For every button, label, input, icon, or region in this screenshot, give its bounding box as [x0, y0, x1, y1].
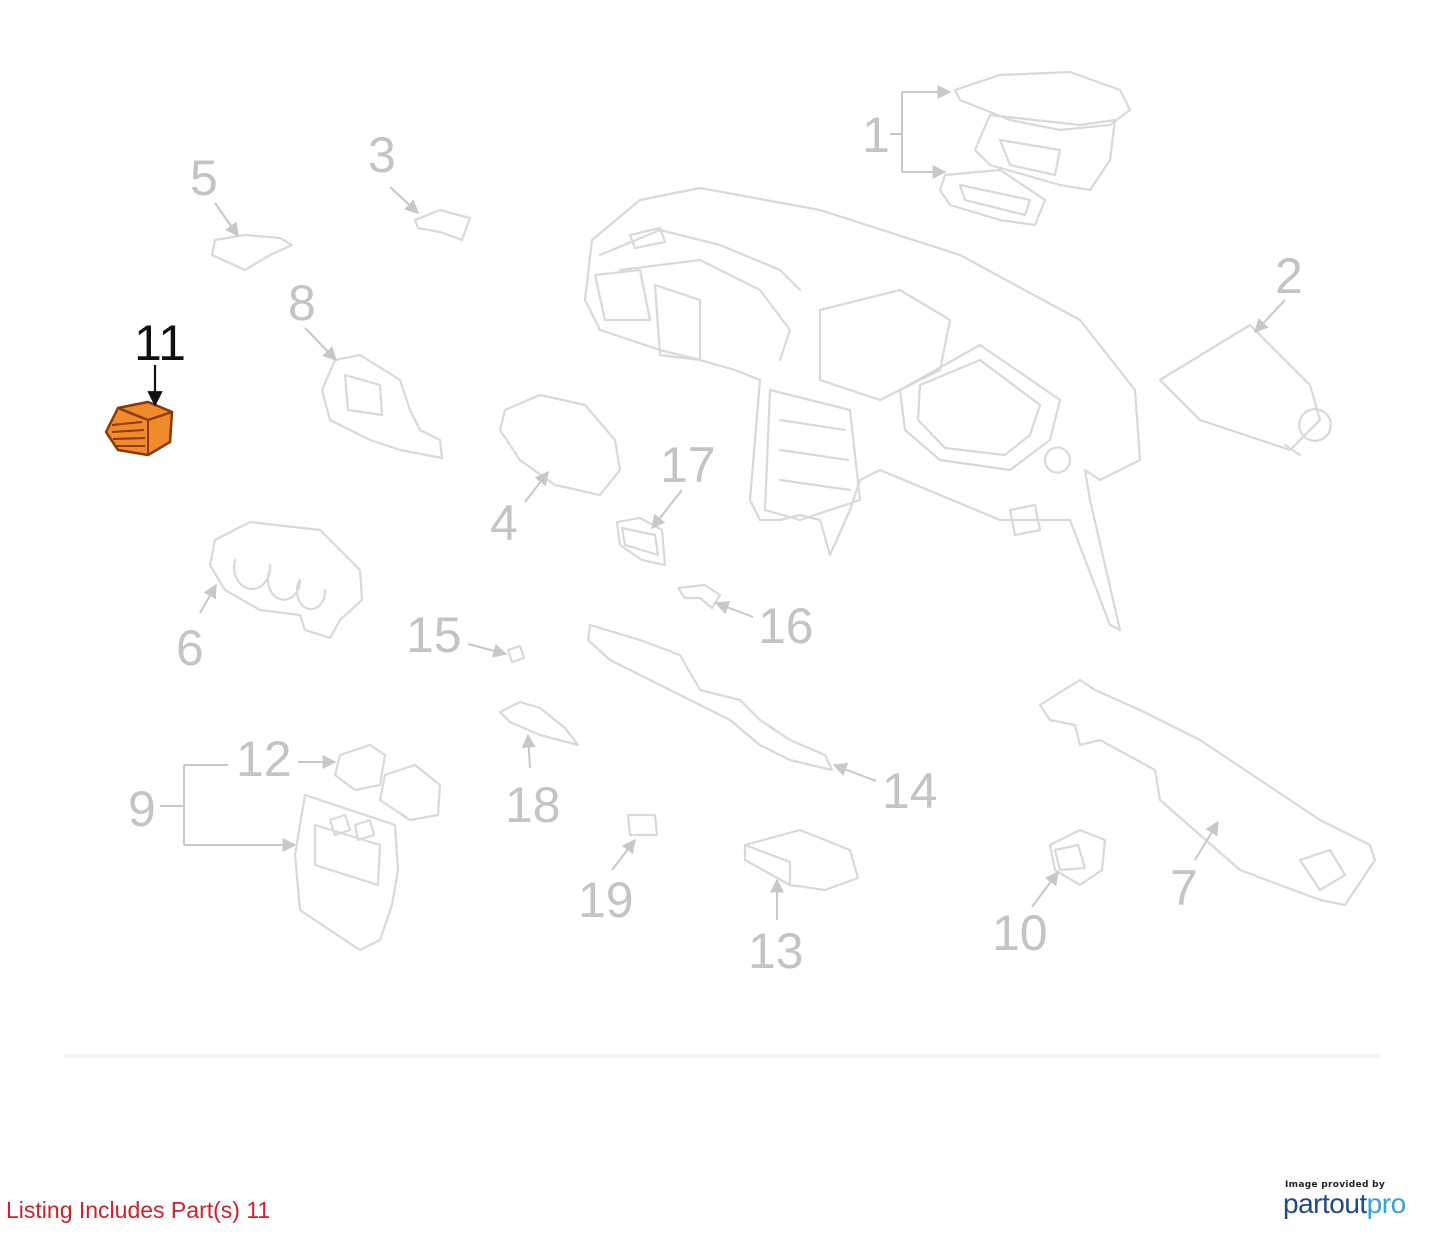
partoutpro-logo[interactable]: partoutpro [1283, 1188, 1433, 1220]
part-7-lower-trim-panel [1038, 678, 1377, 907]
part-10-vent [1048, 828, 1107, 887]
callout-1: 1 [862, 107, 890, 163]
part-5-trim-piece [210, 233, 294, 272]
callout-6: 6 [176, 620, 204, 676]
leader-lines [147, 85, 1286, 920]
part-16-bracket [676, 583, 722, 610]
credit-caption: Image provided by [1285, 1180, 1386, 1190]
callout-15: 15 [406, 607, 462, 663]
dashboard-panel [583, 186, 1142, 632]
part-6-cluster-bezel [208, 520, 364, 640]
callout-11[interactable]: 11 [134, 315, 186, 371]
part-2-airbag-module [1158, 323, 1332, 457]
callout-12: 12 [236, 731, 292, 787]
part-17-switch [615, 516, 667, 567]
part-18-cover [498, 700, 580, 747]
part-19-button [626, 813, 659, 837]
listing-includes-text: Listing Includes Part(s) 11 [6, 1197, 271, 1223]
logo-accent-text: pro [1366, 1188, 1406, 1219]
callout-9: 9 [128, 781, 156, 837]
part-9-center-bezel [293, 793, 400, 952]
callout-13: 13 [748, 923, 804, 979]
callout-17: 17 [660, 437, 716, 493]
part-1-meter-hood [938, 70, 1132, 227]
callout-2: 2 [1275, 248, 1303, 304]
image-credit: Image provided by partoutpro [1283, 1180, 1433, 1220]
part-14-lower-trim [586, 623, 834, 772]
callout-3: 3 [368, 127, 396, 183]
part-12-vents [333, 743, 442, 822]
part-13-switch-panel [743, 828, 860, 892]
callout-7: 7 [1170, 860, 1198, 916]
callout-10: 10 [992, 905, 1048, 961]
callout-labels: 1 2 3 4 5 6 7 8 9 10 11 12 13 14 15 16 1… [128, 107, 1303, 979]
part-11-air-vent-highlighted[interactable] [104, 400, 174, 457]
callout-5: 5 [190, 150, 218, 206]
callout-19: 19 [578, 872, 634, 928]
callout-4: 4 [490, 495, 518, 551]
callout-16: 16 [758, 598, 814, 654]
callout-14: 14 [882, 763, 938, 819]
callout-18: 18 [505, 777, 561, 833]
callout-8: 8 [288, 275, 316, 331]
logo-main-text: partout [1283, 1188, 1367, 1219]
part-8-side-panel [320, 353, 444, 460]
part-4-meter-lens [498, 393, 622, 497]
diagram-baseline [65, 1054, 1380, 1058]
part-3-trim-piece [413, 208, 472, 242]
part-15-clip [506, 644, 526, 664]
